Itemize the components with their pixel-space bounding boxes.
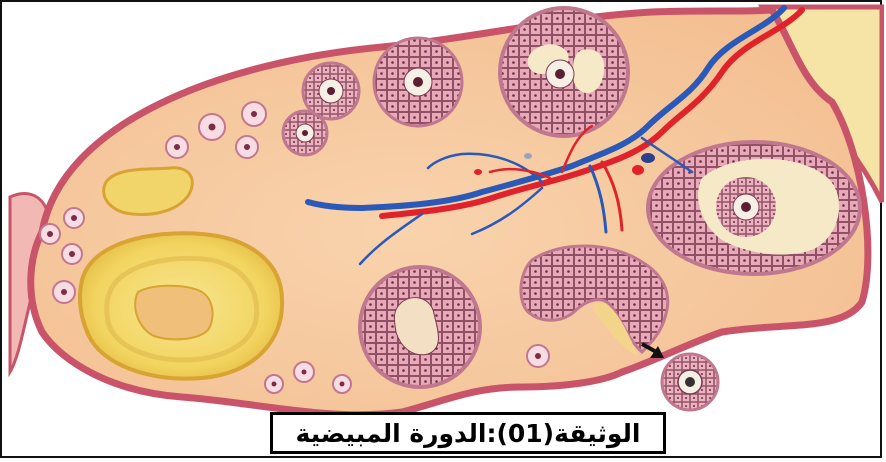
- atretic-follicle: [360, 267, 480, 387]
- mature-follicle: [648, 142, 860, 274]
- document-caption: الوثيقة(01):الدورة المبيضية: [270, 412, 666, 454]
- released-oocyte: [662, 354, 718, 410]
- secondary-follicle: [500, 8, 628, 136]
- corpus-luteum: [80, 233, 282, 378]
